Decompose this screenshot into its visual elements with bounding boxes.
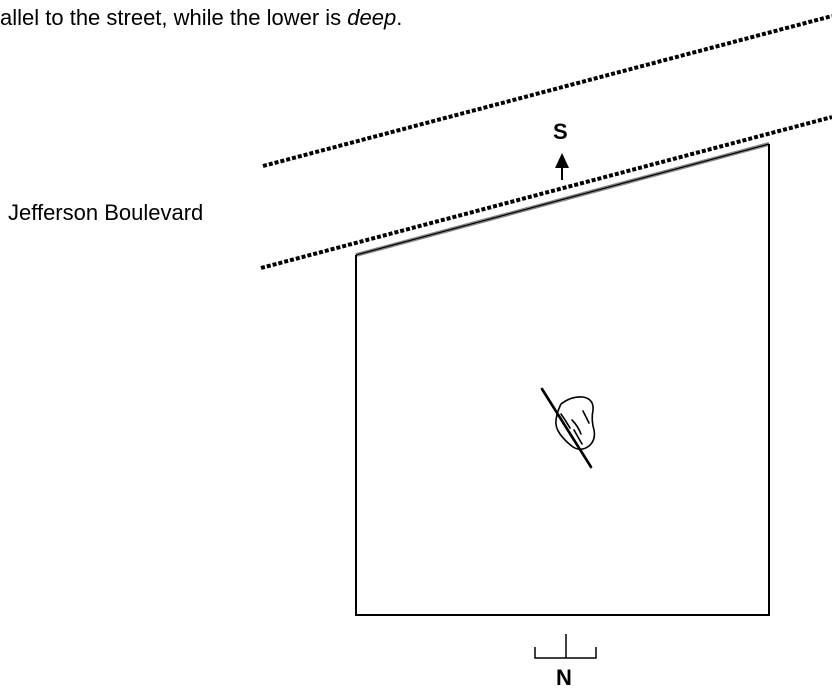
door-marker-icon	[534, 634, 597, 659]
caption-text: allel to the street, while the lower is …	[0, 3, 402, 33]
compass-north-label: N	[556, 665, 572, 690]
street-edge-upper	[262, 14, 832, 168]
lot-sides	[355, 144, 770, 616]
caption-end: .	[396, 5, 403, 30]
lot-outline	[355, 142, 770, 616]
lot-front-edge-inner	[355, 143, 770, 256]
street-name-label: Jefferson Boulevard	[8, 200, 204, 225]
caption-start: allel to the street, while the lower is	[0, 5, 348, 30]
hand-writing-icon	[540, 387, 596, 469]
compass-south-label: S	[553, 119, 568, 144]
caption-emphasis: deep	[347, 5, 397, 30]
up-arrow-icon	[555, 153, 569, 180]
street-edge-lower	[260, 115, 832, 270]
